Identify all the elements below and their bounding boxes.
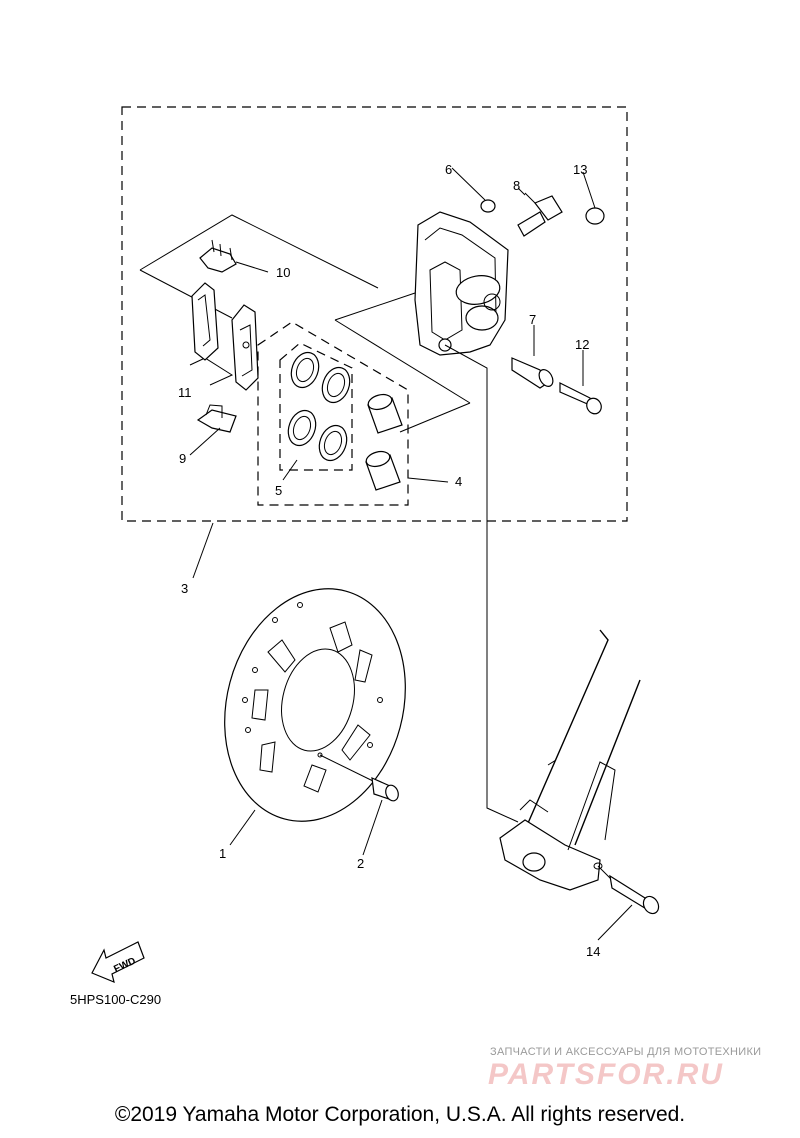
pad-leader [139, 214, 379, 289]
front-fork [499, 629, 641, 891]
callout-3: 3 [181, 581, 188, 596]
cap-13 [585, 207, 605, 225]
caliper-bolt-12 [559, 382, 602, 415]
pad-support [196, 404, 237, 433]
watermark-subtitle: ЗАПЧАСТИ И АКСЕССУАРЫ ДЛЯ МОТОТЕХНИКИ [490, 1046, 762, 1058]
pad-spring [199, 239, 237, 273]
brake-disc [224, 588, 406, 822]
caliper-body [414, 211, 509, 356]
bleed-screw [517, 192, 563, 237]
caliper-mount-bolt [597, 865, 660, 915]
brake-pad-right [231, 304, 259, 391]
callout-12: 12 [575, 337, 589, 352]
callout-8: 8 [513, 178, 520, 193]
callout-1: 1 [219, 846, 226, 861]
copyright-notice: ©2019 Yamaha Motor Corporation, U.S.A. A… [114, 1103, 686, 1126]
piston-seals [287, 351, 351, 462]
disc-bolt [319, 754, 399, 802]
callout-13: 13 [573, 162, 587, 177]
callout-5: 5 [275, 483, 282, 498]
callout-4: 4 [455, 474, 462, 489]
diagram-code: 5HPS100-C290 [70, 992, 162, 1007]
brake-pad-left [191, 282, 219, 361]
callout-10: 10 [276, 265, 290, 280]
pistons [365, 393, 403, 491]
caliper-assembly-box [121, 106, 628, 522]
caliper-pin [511, 357, 554, 389]
callout-2: 2 [357, 856, 364, 871]
fwd-arrow-icon: FWD [91, 941, 145, 984]
cap-6 [480, 199, 496, 213]
callout-9: 9 [179, 451, 186, 466]
mount-leader [444, 344, 519, 823]
callout-6: 6 [445, 162, 452, 177]
seal-kit-box [257, 321, 409, 506]
callout-14: 14 [586, 944, 600, 959]
seal-inner-box [279, 342, 353, 471]
callout-7: 7 [529, 312, 536, 327]
watermark-logo[interactable]: PARTSFOR.RU [488, 1058, 724, 1091]
callout-11: 11 [178, 385, 192, 400]
